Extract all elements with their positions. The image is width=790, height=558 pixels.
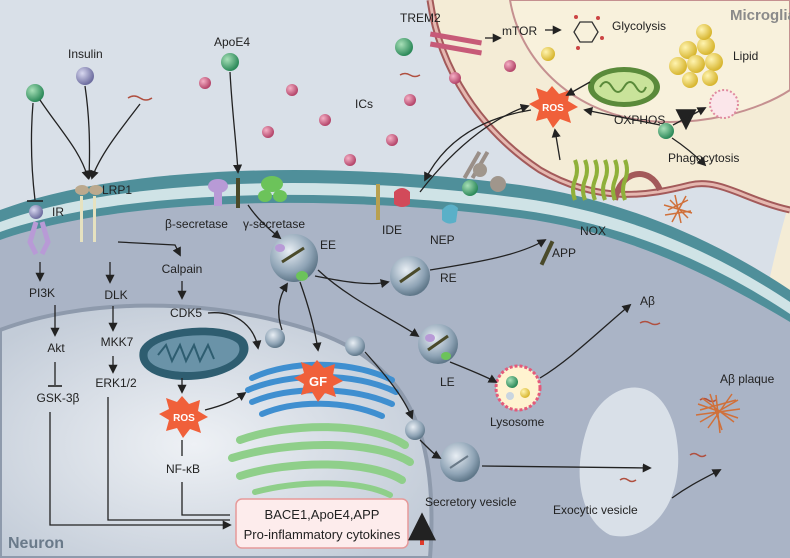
ab-label: Aβ xyxy=(640,294,655,308)
insulin-icon xyxy=(76,67,94,85)
gsk3b-label: GSK-3β xyxy=(37,391,80,405)
neuron-mitochondrion-icon xyxy=(139,327,249,380)
le-label: LE xyxy=(440,375,455,389)
dlk-label: DLK xyxy=(104,288,127,302)
ics-label: ICs xyxy=(355,97,373,111)
ee-label: EE xyxy=(320,238,336,252)
lysosome-icon xyxy=(494,364,542,412)
nox-complex-icon xyxy=(571,159,629,201)
calpain-label: Calpain xyxy=(162,262,203,276)
trem2-ligand-icon xyxy=(395,38,413,56)
lrp1-pathway: DLK MKK7 ERK1/2 xyxy=(95,262,230,521)
recycling-endosome-icon xyxy=(390,256,430,296)
trem2-receptor-icon xyxy=(429,31,482,56)
beta-secretase-icon xyxy=(208,179,228,206)
secretory-vesicle-label: Secretory vesicle xyxy=(425,495,517,509)
app-label: APP xyxy=(552,246,576,260)
neuron-ros-label: ROS xyxy=(173,413,195,424)
secretory-vesicle-icon xyxy=(440,442,480,482)
exocytic-vesicle-label: Exocytic vesicle xyxy=(553,503,638,517)
receptor-head-icon xyxy=(473,163,487,177)
output-line2: Pro-inflammatory cytokines xyxy=(244,527,401,542)
gamma-secretase-label: γ-secretase xyxy=(243,217,305,231)
yellow-particle-icon xyxy=(541,47,555,61)
microglia-label: Microglia xyxy=(730,7,790,24)
early-endosome-icon xyxy=(270,234,318,282)
microglia-apoe4-icon xyxy=(658,123,674,139)
lipid-droplets-icon xyxy=(669,24,723,88)
amyloid-fibril-icon xyxy=(127,95,153,101)
neuron-label: Neuron xyxy=(8,535,64,552)
lrp1-receptor-icon xyxy=(75,185,103,242)
beta-secretase-label: β-secretase xyxy=(165,217,228,231)
ir-receptor-icon xyxy=(27,205,51,256)
immune-complex-particles xyxy=(199,60,516,166)
late-endosome-icon xyxy=(418,324,458,364)
amyloid-fibril-icon-2 xyxy=(399,72,421,78)
glycolysis-label: Glycolysis xyxy=(612,19,666,33)
mtor-label: mTOR xyxy=(502,24,537,38)
pi3k-label: PI3K xyxy=(29,286,55,300)
microglia-plaque-icon xyxy=(663,194,693,224)
akt-label: Akt xyxy=(47,341,65,355)
nfkb-label: NF-κB xyxy=(166,462,200,476)
nox-label: NOX xyxy=(580,224,606,238)
neuron-ros-badge: ROS xyxy=(159,396,208,438)
output-line1: BACE1,ApoE4,APP xyxy=(265,507,380,522)
gf-badge: GF xyxy=(294,360,343,402)
neuron-cell xyxy=(0,170,790,558)
ide-label: IDE xyxy=(382,223,402,237)
phagosome-icon xyxy=(709,89,739,119)
nep-label: NEP xyxy=(430,233,455,247)
microglia-mitochondrion-icon xyxy=(588,67,660,107)
app-receptor-icon xyxy=(539,240,555,266)
microglia-ros-label: ROS xyxy=(542,103,564,114)
ab-plaque-label: Aβ plaque xyxy=(720,372,775,386)
lysosome-label: Lysosome xyxy=(490,415,545,429)
insulin-pathway: PI3K Akt GSK-3β xyxy=(29,262,232,530)
calpain-pathway: Calpain CDK5 xyxy=(117,241,262,350)
receptor-head-icon-2 xyxy=(490,176,506,192)
gf-label: GF xyxy=(309,374,327,389)
glucose-icon xyxy=(573,15,604,50)
receptor-bound-apoe4-icon xyxy=(462,180,478,196)
ab-plaque-icon xyxy=(695,393,741,434)
nep-icon xyxy=(442,204,458,224)
microglia-ros-badge: ROS xyxy=(529,86,578,128)
re-label: RE xyxy=(440,271,457,285)
endoplasmic-reticulum-icon xyxy=(228,423,414,498)
cdk5-label: CDK5 xyxy=(170,306,202,320)
apoe4-icon xyxy=(221,53,239,71)
insulin-label: Insulin xyxy=(68,47,103,61)
app-transmembrane-icon xyxy=(236,178,240,208)
erk-label: ERK1/2 xyxy=(95,376,137,390)
mkk7-label: MKK7 xyxy=(101,335,134,349)
apoe4-label: ApoE4 xyxy=(214,35,250,49)
lipid-label: Lipid xyxy=(733,49,758,63)
ir-label: IR xyxy=(52,205,64,219)
apoe4-molecule-icon xyxy=(26,84,44,102)
output-box: BACE1,ApoE4,APP Pro-inflammatory cytokin… xyxy=(235,498,409,549)
phagocytosis-label: Phagocytosis xyxy=(668,151,739,165)
lrp1-label: LRP1 xyxy=(102,183,132,197)
small-vesicles xyxy=(265,328,425,440)
gamma-secretase-icon xyxy=(258,176,287,202)
trem2-label: TREM2 xyxy=(400,11,441,25)
ide-icon xyxy=(376,184,410,220)
